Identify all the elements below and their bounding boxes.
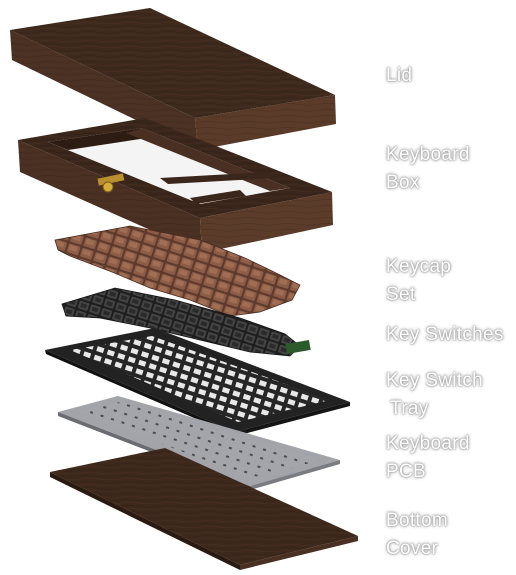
controller-board xyxy=(285,339,311,355)
label-key-switch-tray-line2: Tray xyxy=(390,398,429,419)
key-switch-tray-part xyxy=(45,328,350,436)
label-bottom-cover-line1: Bottom xyxy=(386,510,448,531)
keycap-array xyxy=(54,225,301,317)
label-keycap-set-line1: Keycap xyxy=(386,256,452,277)
label-key-switches: Key Switches xyxy=(386,321,504,349)
label-keyboard-pcb: Keyboard PCB xyxy=(386,430,470,486)
label-keyboard-pcb-line1: Keyboard xyxy=(386,433,470,454)
label-keyboard-box-line2: Box xyxy=(386,172,420,193)
key-switches-part xyxy=(61,287,311,357)
label-key-switches-text: Key Switches xyxy=(386,324,504,345)
lid-part xyxy=(10,8,336,150)
box-inner-divider xyxy=(160,172,274,184)
brass-latch-plate xyxy=(97,173,125,186)
label-key-switch-tray-line1: Key Switch xyxy=(386,370,483,391)
brass-latch-knob xyxy=(102,181,114,193)
label-keyboard-box: Keyboard Box xyxy=(386,141,470,197)
label-keycap-set: Keycap Set xyxy=(386,253,451,309)
keyboard-box-part xyxy=(18,118,333,253)
label-key-switch-tray: Key Switch Tray xyxy=(386,367,483,423)
label-lid-text: Lid xyxy=(386,65,413,86)
switch-array xyxy=(61,287,301,357)
bottom-cover-part xyxy=(50,448,358,570)
label-keyboard-pcb-line2: PCB xyxy=(386,461,426,482)
label-bottom-cover-line2: Cover xyxy=(386,538,439,559)
label-keycap-set-line2: Set xyxy=(386,284,416,305)
bottom-cover-edge xyxy=(50,472,240,570)
keycap-set-part xyxy=(54,225,301,317)
label-lid: Lid xyxy=(386,62,412,90)
label-bottom-cover: Bottom Cover xyxy=(386,507,448,563)
label-keyboard-box-line1: Keyboard xyxy=(386,144,470,165)
box-opening xyxy=(48,128,290,204)
